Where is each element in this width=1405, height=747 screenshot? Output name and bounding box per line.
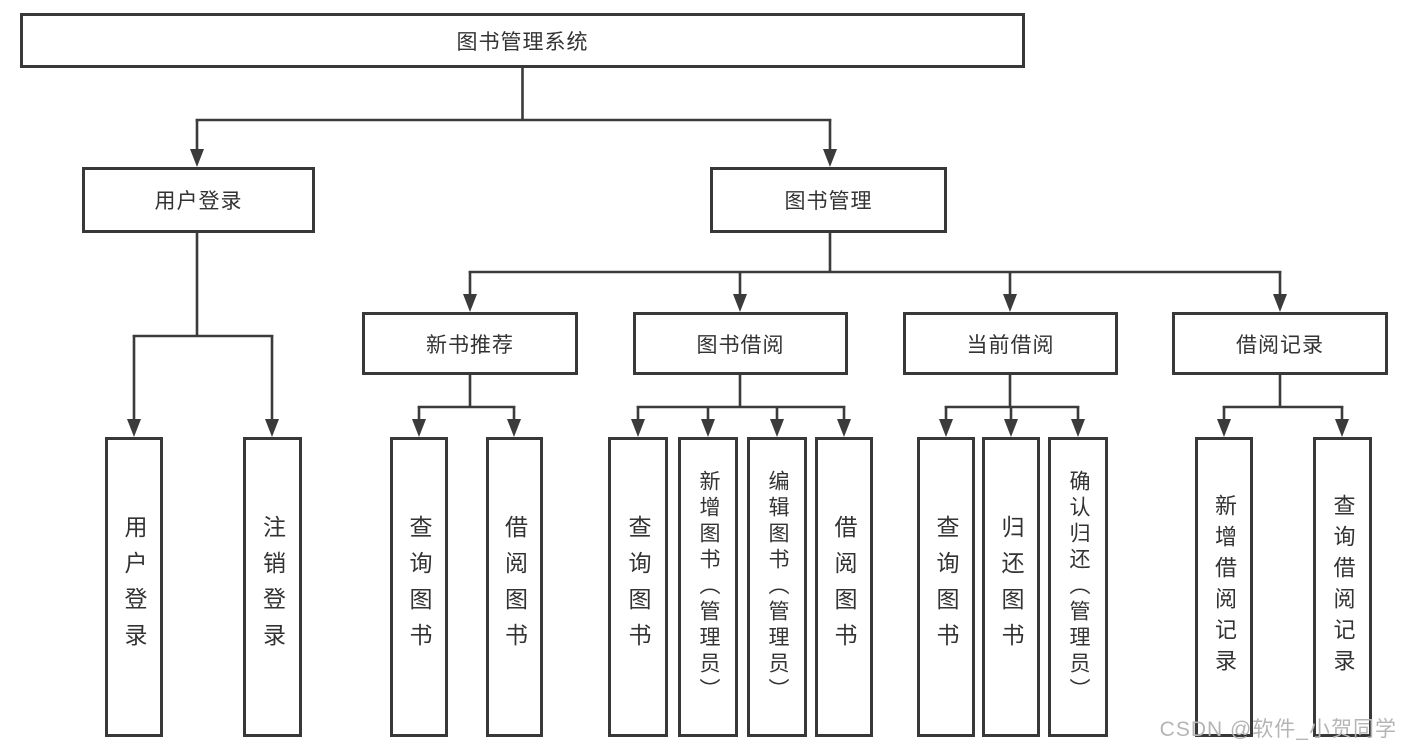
leaf-label: 新增图书（管理员）	[697, 470, 720, 704]
connector-user-login-to-leaves	[127, 233, 279, 437]
node-borrow-records: 借阅记录	[1172, 312, 1388, 375]
leaf-return-book: 归还图书	[982, 437, 1040, 737]
leaf-label: 查询借阅记录	[1330, 494, 1356, 680]
leaf-label: 用户登录	[121, 515, 147, 659]
leaf-add-book-admin: 新增图书（管理员）	[678, 437, 738, 737]
node-new-book-recommend: 新书推荐	[362, 312, 578, 375]
leaf-label: 查询图书	[406, 515, 432, 659]
connector-root-to-level2	[190, 68, 837, 167]
leaf-label: 查询图书	[933, 515, 959, 659]
node-book-management-system: 图书管理系统	[20, 13, 1025, 68]
leaf-borrow-books-recommend: 借阅图书	[486, 437, 543, 737]
leaf-label: 编辑图书（管理员）	[766, 470, 789, 704]
csdn-watermark: CSDN @软件_小贺同学	[1159, 718, 1397, 741]
node-current-borrow: 当前借阅	[903, 312, 1118, 375]
leaf-label: 归还图书	[998, 515, 1024, 659]
node-book-borrow: 图书借阅	[633, 312, 848, 375]
leaf-confirm-return-admin: 确认归还（管理员）	[1048, 437, 1108, 737]
leaf-user-login: 用户登录	[105, 437, 163, 737]
connector-new-book-recommend-to-leaves	[412, 375, 521, 437]
leaf-query-borrow-record: 查询借阅记录	[1313, 437, 1372, 737]
leaf-label: 借阅图书	[501, 515, 528, 659]
connector-book-management-to-level3	[463, 233, 1287, 312]
leaf-label: 确认归还（管理员）	[1067, 470, 1090, 704]
leaf-edit-book-admin: 编辑图书（管理员）	[747, 437, 807, 737]
connector-current-borrow-to-leaves	[939, 375, 1085, 437]
leaf-label: 借阅图书	[831, 515, 857, 659]
leaf-query-books-recommend: 查询图书	[390, 437, 448, 737]
leaf-add-borrow-record: 新增借阅记录	[1195, 437, 1253, 737]
connector-book-borrow-to-leaves	[631, 375, 851, 437]
leaf-borrow-books-borrow: 借阅图书	[815, 437, 873, 737]
connector-borrow-records-to-leaves	[1217, 375, 1349, 437]
leaf-query-books-current: 查询图书	[917, 437, 975, 737]
leaf-label: 新增借阅记录	[1212, 494, 1237, 680]
node-user-login: 用户登录	[82, 167, 315, 233]
leaf-logout: 注销登录	[243, 437, 302, 737]
leaf-label: 注销登录	[259, 515, 286, 659]
leaf-query-books-borrow: 查询图书	[608, 437, 668, 737]
node-book-management: 图书管理	[710, 167, 947, 233]
leaf-label: 查询图书	[625, 515, 651, 659]
